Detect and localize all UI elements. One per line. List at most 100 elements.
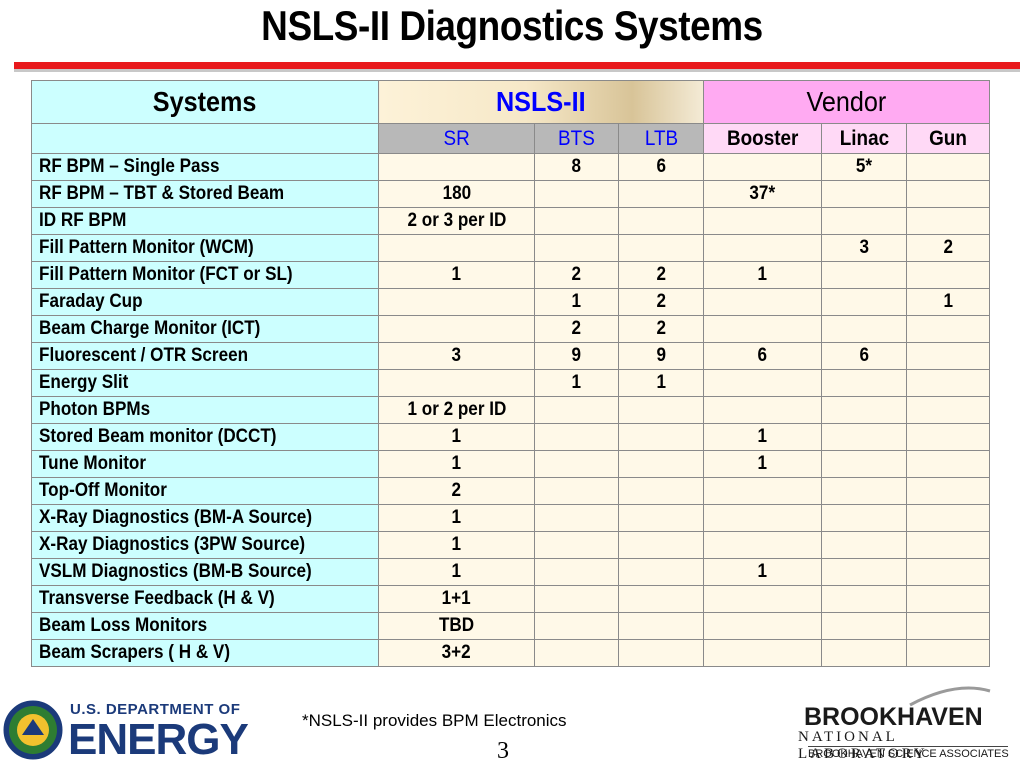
- row-system-name: RF BPM – Single Pass: [31, 153, 379, 181]
- cell-linac: [821, 639, 908, 667]
- cell-booster: [703, 207, 823, 235]
- cell-booster: 37*: [703, 180, 823, 208]
- cell-gun: [906, 207, 991, 235]
- slide-title: NSLS-II Diagnostics Systems: [261, 2, 763, 49]
- cell-sr: 1 or 2 per ID: [378, 396, 535, 424]
- cell-gun: [906, 585, 991, 613]
- cell-linac: [821, 612, 908, 640]
- cell-ltb: 2: [617, 261, 705, 289]
- cell-sr: 1+1: [378, 585, 535, 613]
- row-system-name: Top-Off Monitor: [31, 477, 379, 505]
- nsls-header: NSLS-II: [377, 80, 705, 124]
- sub-header-gun: Gun: [906, 123, 991, 154]
- cell-gun: [906, 504, 991, 532]
- cell-booster: [703, 585, 823, 613]
- cell-bts: [534, 423, 619, 451]
- cell-ltb: [617, 504, 705, 532]
- cell-bts: [534, 531, 619, 559]
- cell-linac: [821, 477, 908, 505]
- cell-booster: [703, 477, 823, 505]
- sub-header-sr: SR: [378, 123, 535, 154]
- cell-booster: [703, 153, 823, 181]
- cell-bts: [534, 612, 619, 640]
- cell-sr: [378, 153, 535, 181]
- cell-ltb: [617, 477, 705, 505]
- page-number: 3: [497, 738, 509, 764]
- cell-booster: [703, 531, 823, 559]
- sub-header-linac: Linac: [821, 123, 908, 154]
- title-rule: [14, 62, 1020, 69]
- title-rule-shadow: [14, 69, 1020, 72]
- cell-bts: [534, 477, 619, 505]
- sub-header-booster: Booster: [703, 123, 823, 154]
- row-system-name: Beam Scrapers ( H & V): [31, 639, 379, 667]
- cell-linac: 6: [821, 342, 908, 370]
- vendor-header: Vendor: [703, 80, 991, 124]
- cell-bts: [534, 558, 619, 586]
- cell-sr: 3+2: [378, 639, 535, 667]
- cell-bts: 8: [534, 153, 619, 181]
- cell-linac: [821, 396, 908, 424]
- cell-ltb: [617, 234, 705, 262]
- cell-bts: [534, 639, 619, 667]
- cell-booster: [703, 315, 823, 343]
- cell-bts: 1: [534, 288, 619, 316]
- row-system-name: Beam Charge Monitor (ICT): [31, 315, 379, 343]
- cell-bts: [534, 504, 619, 532]
- cell-booster: [703, 639, 823, 667]
- cell-booster: 6: [703, 342, 823, 370]
- bnl-logo: BROOKHAVEN NATIONAL LABORATORY BROOKHAVE…: [790, 685, 1020, 765]
- cell-sr: 3: [378, 342, 535, 370]
- cell-ltb: [617, 180, 705, 208]
- cell-sr: 1: [378, 261, 535, 289]
- bnl-logo-rule: [808, 746, 1008, 747]
- cell-gun: [906, 180, 991, 208]
- table-row: Beam Scrapers ( H & V)3+2: [31, 639, 991, 667]
- cell-sr: [378, 234, 535, 262]
- doe-logo-bottom: ENERGY: [68, 715, 249, 764]
- cell-sr: 1: [378, 531, 535, 559]
- cell-linac: [821, 585, 908, 613]
- cell-linac: [821, 558, 908, 586]
- cell-gun: [906, 315, 991, 343]
- cell-sr: 1: [378, 423, 535, 451]
- diagnostics-table: Systems NSLS-II Vendor SR BTS LTB Booste…: [31, 80, 991, 667]
- cell-bts: 2: [534, 315, 619, 343]
- cell-linac: [821, 315, 908, 343]
- group-header-row: Systems NSLS-II Vendor: [31, 80, 991, 124]
- cell-ltb: [617, 639, 705, 667]
- cell-gun: [906, 153, 991, 181]
- cell-linac: [821, 423, 908, 451]
- cell-ltb: [617, 450, 705, 478]
- cell-ltb: 2: [617, 315, 705, 343]
- row-system-name: Fill Pattern Monitor (FCT or SL): [31, 261, 379, 289]
- cell-booster: 1: [703, 261, 823, 289]
- cell-booster: [703, 288, 823, 316]
- table-row: X-Ray Diagnostics (BM-A Source)1: [31, 504, 991, 532]
- systems-header: Systems: [31, 80, 379, 124]
- cell-gun: 1: [906, 288, 991, 316]
- cell-ltb: [617, 558, 705, 586]
- cell-ltb: [617, 423, 705, 451]
- row-system-name: ID RF BPM: [31, 207, 379, 235]
- cell-linac: [821, 531, 908, 559]
- row-system-name: RF BPM – TBT & Stored Beam: [31, 180, 379, 208]
- bnl-swoosh-icon: [909, 686, 991, 707]
- row-system-name: X-Ray Diagnostics (3PW Source): [31, 531, 379, 559]
- cell-bts: [534, 234, 619, 262]
- cell-gun: [906, 261, 991, 289]
- row-system-name: Faraday Cup: [31, 288, 379, 316]
- cell-gun: [906, 342, 991, 370]
- doe-seal-icon: [2, 699, 64, 761]
- row-system-name: VSLM Diagnostics (BM-B Source): [31, 558, 379, 586]
- cell-linac: [821, 207, 908, 235]
- cell-linac: [821, 180, 908, 208]
- row-system-name: Fill Pattern Monitor (WCM): [31, 234, 379, 262]
- cell-bts: [534, 585, 619, 613]
